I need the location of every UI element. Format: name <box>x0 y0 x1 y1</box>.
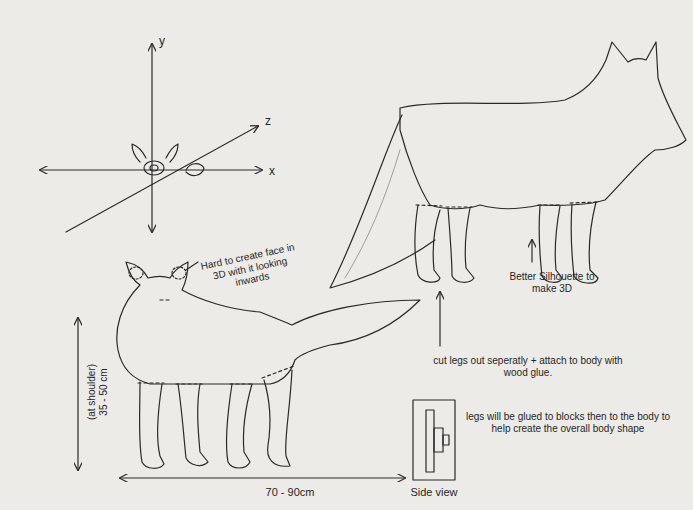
height-dimension <box>77 318 78 470</box>
leader-line <box>186 262 198 270</box>
sketch-note: 70 - 90cm <box>250 486 330 499</box>
sketch-note: x <box>265 165 279 179</box>
fox-side-view <box>330 42 686 288</box>
sketch-note: cut legs out seperatly + attach to body … <box>433 355 623 378</box>
length-dimension <box>120 477 405 478</box>
sketch-note: (at shoulder) <box>86 347 98 437</box>
side-view-sketch <box>413 400 455 480</box>
sketch-note: Side view <box>399 486 469 499</box>
leader-line <box>531 240 532 262</box>
sketch-note: y <box>155 35 169 49</box>
sketch-note: 35 - 50 cm <box>98 347 110 437</box>
fox-back-view <box>117 262 420 468</box>
sketch-note: Better Silhouette to make 3D <box>509 271 595 294</box>
sketch-note: z <box>261 115 275 129</box>
leader-line <box>439 292 440 346</box>
sketch-note: Hard to create face in 3D with it lookin… <box>199 241 300 295</box>
sketch-note: legs will be glued to blocks then to the… <box>463 411 673 434</box>
axes <box>40 44 262 232</box>
